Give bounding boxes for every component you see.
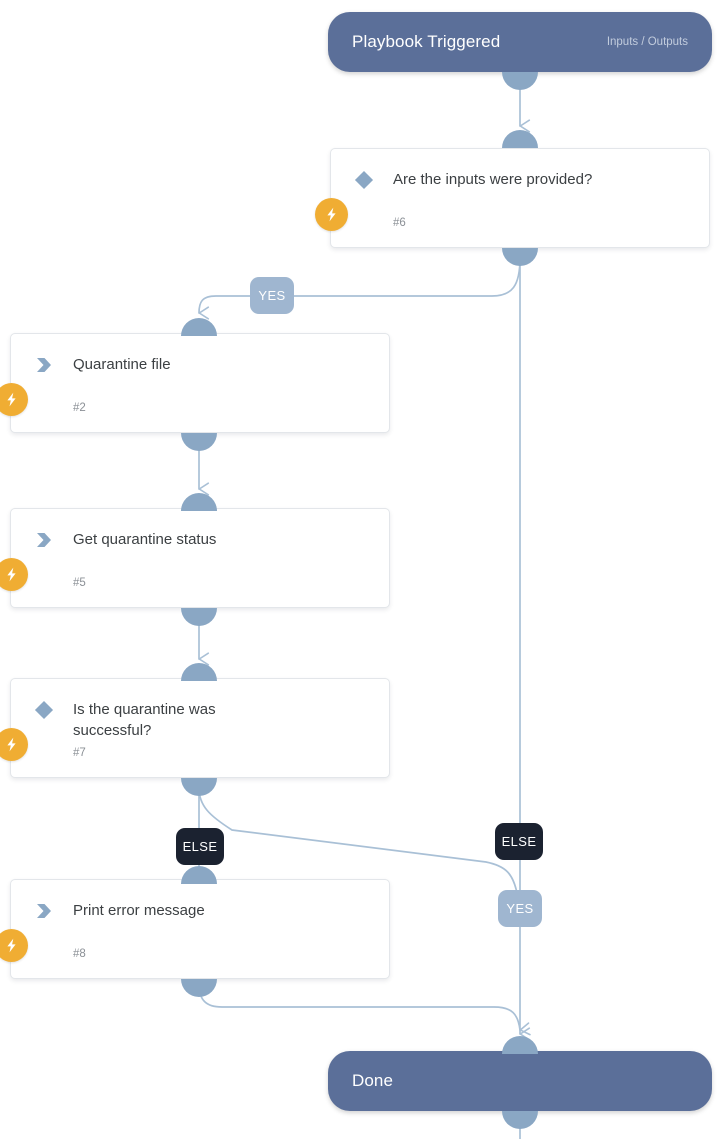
lightning-bolt-icon[interactable] — [0, 728, 28, 761]
branch-label-text: ELSE — [501, 834, 537, 849]
lightning-bolt-icon[interactable] — [0, 383, 28, 416]
branch-label-success-else[interactable]: ELSE — [176, 828, 224, 865]
node-title: Done — [352, 1071, 394, 1090]
node-number: #5 — [73, 577, 86, 589]
node-title: Is the quarantine was successful? — [73, 701, 216, 740]
diamond-icon — [351, 167, 377, 193]
node-get-quarantine-status[interactable]: Get quarantine status #5 — [0, 508, 390, 608]
node-quarantine-file[interactable]: Quarantine file #2 — [0, 333, 390, 433]
node-number: #8 — [73, 948, 86, 960]
port-out-start[interactable] — [502, 72, 538, 90]
node-playbook-triggered[interactable]: Playbook Triggered Inputs / Outputs — [328, 12, 712, 72]
edge-decision7-yes-to-trunk — [198, 787, 518, 894]
port-in-done[interactable] — [502, 1036, 538, 1054]
lightning-bolt-icon[interactable] — [0, 558, 28, 591]
node-title: Get quarantine status — [73, 531, 217, 548]
chevron-right-icon — [31, 527, 57, 553]
branch-label-inputs-else[interactable]: ELSE — [495, 823, 543, 860]
port-out-decision6[interactable] — [502, 248, 538, 266]
port-in-quarantine-file[interactable] — [181, 318, 217, 336]
lightning-bolt-icon[interactable] — [315, 198, 348, 231]
edge-decision6-yes-to-quarantine — [198, 257, 521, 320]
branch-label-text: YES — [258, 288, 286, 303]
port-out-done[interactable] — [502, 1111, 538, 1129]
port-out-quarantine-file[interactable] — [181, 433, 217, 451]
branch-label-text: ELSE — [182, 839, 218, 854]
node-are-inputs-provided[interactable]: Are the inputs were provided? #6 — [315, 148, 710, 248]
edge-print-to-done — [198, 983, 531, 1036]
node-done[interactable]: Done — [328, 1051, 712, 1111]
port-in-print-error[interactable] — [181, 866, 217, 884]
branch-label-success-yes[interactable]: YES — [498, 890, 542, 927]
lightning-bolt-icon[interactable] — [0, 929, 28, 962]
node-title: Print error message — [73, 902, 205, 919]
inputs-outputs-label[interactable]: Inputs / Outputs — [606, 36, 688, 48]
port-in-decision6[interactable] — [502, 130, 538, 148]
node-number: #7 — [73, 747, 86, 759]
node-number: #2 — [73, 402, 86, 414]
port-out-print-error[interactable] — [181, 979, 217, 997]
diamond-icon — [31, 697, 57, 723]
node-is-quarantine-successful[interactable]: Is the quarantine was successful? #7 — [0, 678, 390, 778]
chevron-right-icon — [31, 352, 57, 378]
branch-label-inputs-yes[interactable]: YES — [250, 277, 294, 314]
port-in-decision7[interactable] — [181, 663, 217, 681]
port-out-quarantine-status[interactable] — [181, 608, 217, 626]
port-out-decision7[interactable] — [181, 778, 217, 796]
node-number: #6 — [393, 217, 406, 229]
node-title: Are the inputs were provided? — [393, 171, 593, 188]
chevron-right-icon — [31, 898, 57, 924]
port-in-quarantine-status[interactable] — [181, 493, 217, 511]
node-title: Quarantine file — [73, 356, 171, 373]
branch-label-text: YES — [506, 901, 534, 916]
node-print-error-message[interactable]: Print error message #8 — [0, 879, 390, 979]
node-title: Playbook Triggered — [352, 32, 501, 51]
